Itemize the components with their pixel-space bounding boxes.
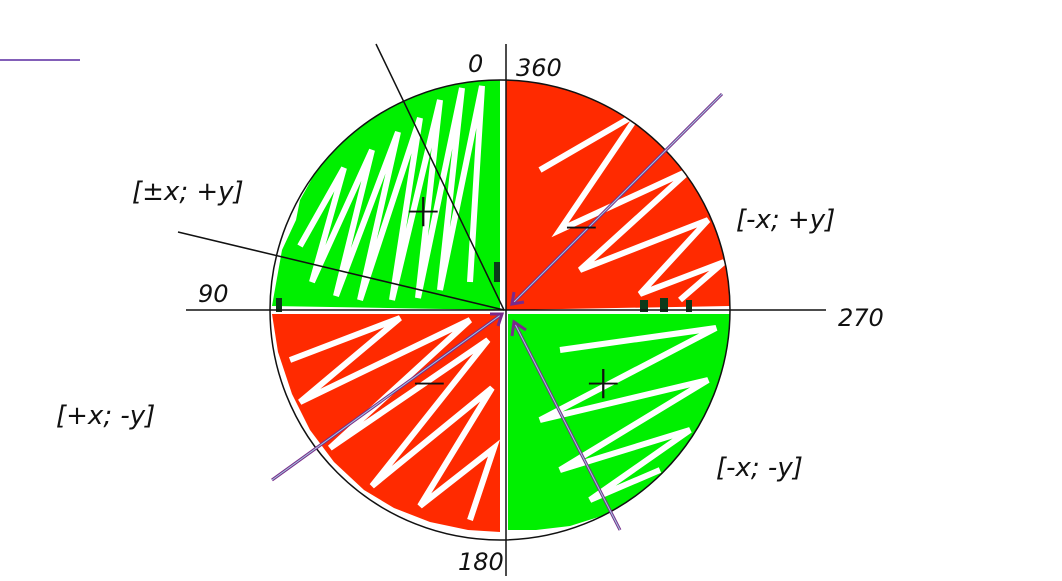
quadrant-upper-right-fill: [506, 80, 730, 310]
diagonal-line-left: [177, 231, 505, 311]
diagonal-line-upper: [375, 43, 505, 311]
quadrant-lower-right-fill: [508, 314, 730, 530]
axis-dark-marks: [276, 262, 692, 312]
quadrant-upper-left-hatch: [297, 85, 485, 301]
sign-lower-right: +: [584, 355, 623, 409]
quadrant-lower-left-fill: [272, 314, 500, 532]
arrowhead-lower-right: [510, 319, 527, 337]
quadrant-label-upper-left: [±x; +y]: [132, 177, 244, 207]
sign-lower-left: −: [410, 355, 449, 409]
quadrant-lower-right-hatch: [538, 325, 718, 503]
quadrant-label-lower-left: [+x; -y]: [56, 401, 155, 431]
quadrant-label-upper-right: [-x; +y]: [736, 205, 835, 235]
arrows: [271, 92, 724, 531]
arrowhead-upper-right: [510, 291, 525, 306]
angle-label-top-right: 360: [516, 54, 562, 82]
sign-upper-right: −: [562, 199, 601, 253]
quadrant-label-lower-right: [-x; -y]: [716, 453, 803, 483]
quadrant-upper-right-hatch: [538, 109, 726, 303]
angle-label-bottom: 180: [458, 548, 504, 576]
quadrant-lower-left-hatch: [288, 315, 501, 521]
angle-label-left: 90: [198, 280, 229, 308]
arrowhead-lower-left: [490, 312, 505, 327]
sign-upper-left: +: [404, 183, 443, 237]
angle-label-right: 270: [838, 304, 884, 332]
angle-label-top-left: 0: [468, 50, 483, 78]
